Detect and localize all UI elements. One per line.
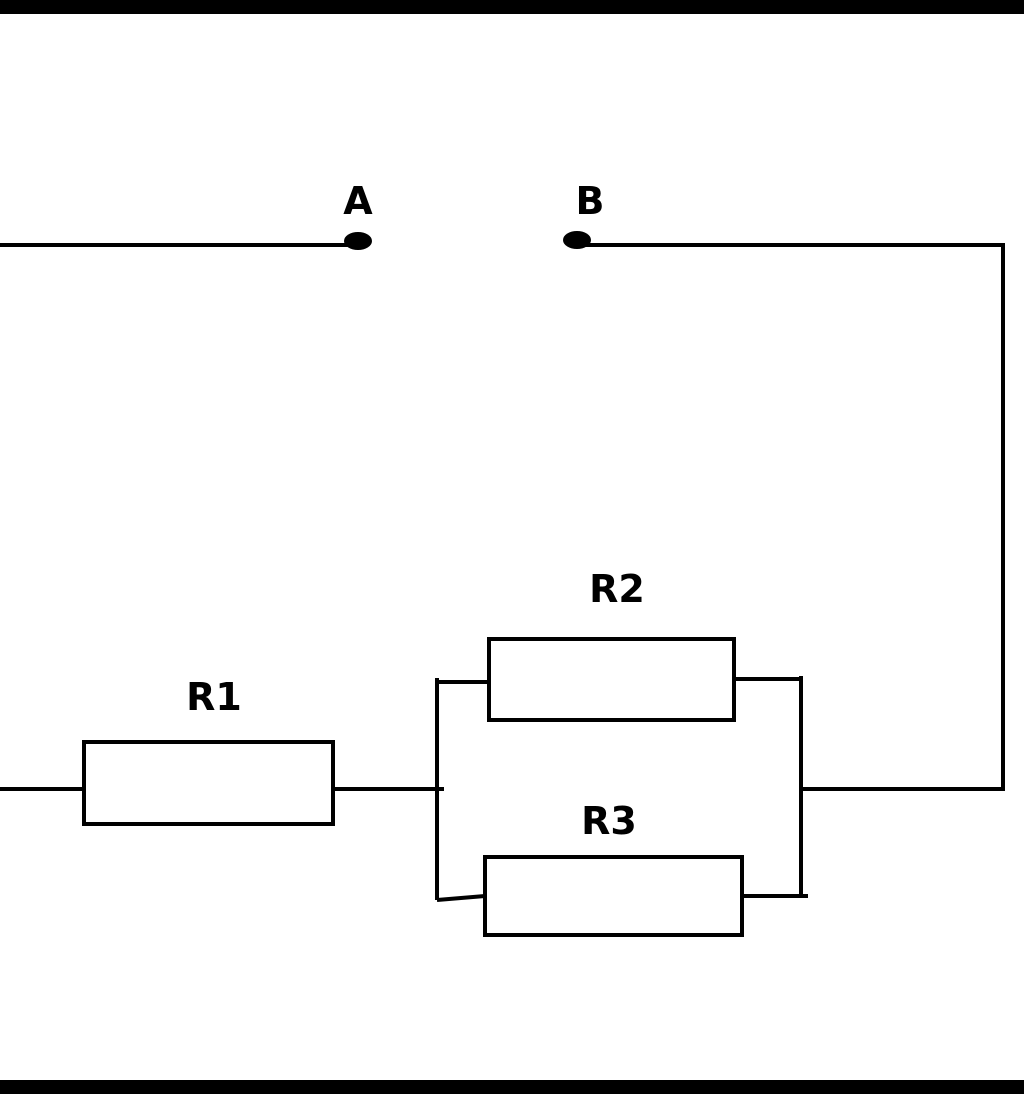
resistor-r2 <box>487 637 736 722</box>
resistor-r2-label: R2 <box>589 567 645 611</box>
resistor-r1-label: R1 <box>186 675 242 719</box>
terminal-a-label: A <box>343 179 373 223</box>
terminal-b-dot <box>563 231 591 249</box>
top-frame-bar <box>0 0 1024 14</box>
resistor-r3-label: R3 <box>581 799 637 843</box>
resistor-r1 <box>82 740 335 826</box>
bottom-frame-bar <box>0 1080 1024 1094</box>
terminal-b-label: B <box>576 179 605 223</box>
wire-terminal-b-to-right-return <box>576 243 1005 791</box>
resistor-r3 <box>483 855 744 937</box>
terminal-a-dot <box>344 232 372 250</box>
wire-left-node-to-r3 <box>436 894 486 902</box>
